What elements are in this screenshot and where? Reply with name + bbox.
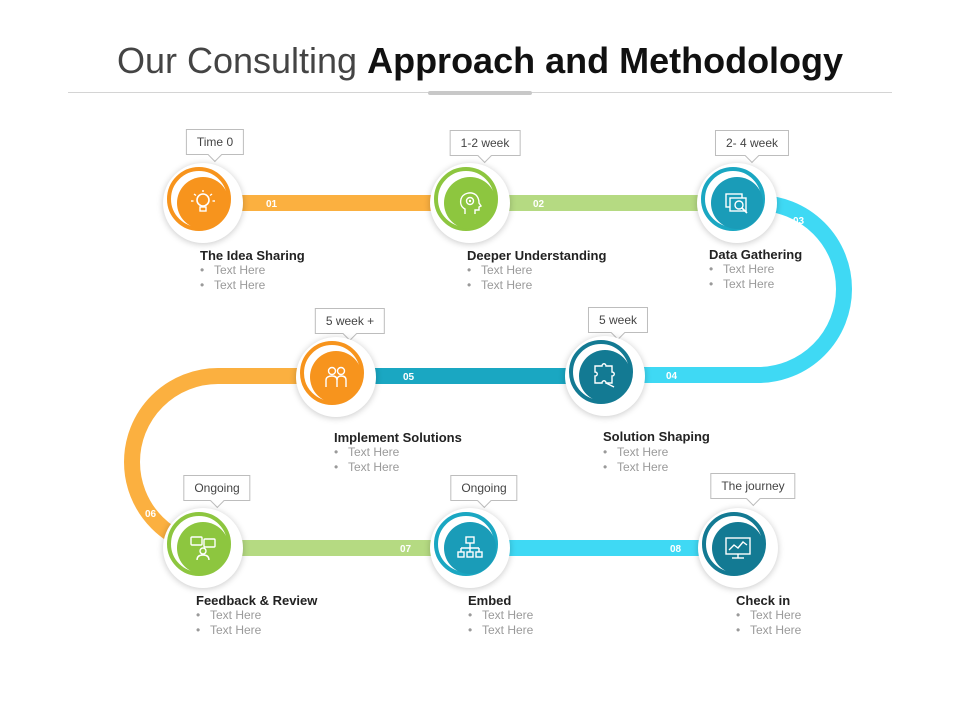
bullet-item: Text Here [334,460,399,475]
step-title-4: Solution Shaping [603,429,710,444]
title-divider-accent [428,91,532,95]
time-callout-1: Time 0 [185,129,245,155]
step-title-6: Feedback & Review [196,593,318,608]
bullet-item: Text Here [467,263,532,278]
step-title-5: Implement Solutions [334,430,462,445]
step-title-1: The Idea Sharing [200,248,305,263]
step-bullets-6: Text Here Text Here [196,608,261,638]
step-number-07: 07 [400,544,412,555]
bullet-item: Text Here [736,623,801,638]
lightbulb-icon [191,190,215,212]
step-bullets-1: Text Here Text Here [200,263,265,293]
step-bullets-7: Text Here Text Here [468,608,533,638]
step-title-7: Embed [468,593,512,608]
team-icon [325,366,347,387]
time-callout-6: Ongoing [183,475,251,501]
hierarchy-icon [457,536,483,558]
bullet-item: Text Here [467,278,532,293]
head-gear-icon [459,192,483,214]
step-title-3: Data Gathering [709,247,803,262]
step-title-8: Check in [736,593,791,608]
step-bullets-3: Text Here Text Here [709,262,774,292]
bullet-item: Text Here [200,263,265,278]
page-title: Our Consulting Approach and Methodology [0,40,960,82]
step-number-03: 03 [793,216,805,227]
bullet-item: Text Here [603,460,668,475]
step-bullets-2: Text Here Text Here [467,263,532,293]
step-node-3 [697,163,777,243]
step-bullets-4: Text Here Text Here [603,445,668,475]
step-bullets-8: Text Here Text Here [736,608,801,638]
connector-03 [640,195,852,383]
time-callout-2: 1-2 week [449,130,521,156]
step-number-05: 05 [403,372,415,383]
step-node-7 [430,508,510,588]
step-node-4 [565,336,645,416]
step-node-5 [296,337,376,417]
puzzle-icon [594,363,615,388]
bullet-item: Text Here [334,445,399,460]
time-callout-4: 5 week [587,307,649,333]
time-callout-3: 2- 4 week [714,130,790,156]
bullet-item: Text Here [709,262,774,277]
bullet-item: Text Here [736,608,801,623]
time-callout-8: The journey [710,473,796,499]
step-number-08: 08 [670,544,682,555]
bullet-item: Text Here [196,608,261,623]
monitor-chart-icon [725,537,751,559]
step-node-2 [430,163,510,243]
title-bold: Approach and Methodology [367,40,844,81]
step-title-2: Deeper Understanding [467,248,607,263]
step-node-8 [698,508,778,588]
bullet-item: Text Here [468,623,533,638]
bullet-item: Text Here [196,623,261,638]
step-number-01: 01 [266,199,278,210]
step-number-02: 02 [533,199,545,210]
bullet-item: Text Here [468,608,533,623]
step-node-6 [163,508,243,588]
bullet-item: Text Here [709,277,774,292]
bullet-item: Text Here [603,445,668,460]
step-number-04: 04 [666,371,678,382]
title-regular: Our Consulting [116,40,358,81]
step-number-06: 06 [145,509,157,520]
data-analysis-icon [725,193,748,214]
feedback-icon [190,536,216,561]
time-callout-7: Ongoing [450,475,518,501]
step-node-1 [163,163,243,243]
step-bullets-5: Text Here Text Here [334,445,399,475]
bullet-item: Text Here [200,278,265,293]
time-callout-5: 5 week + [314,308,386,334]
